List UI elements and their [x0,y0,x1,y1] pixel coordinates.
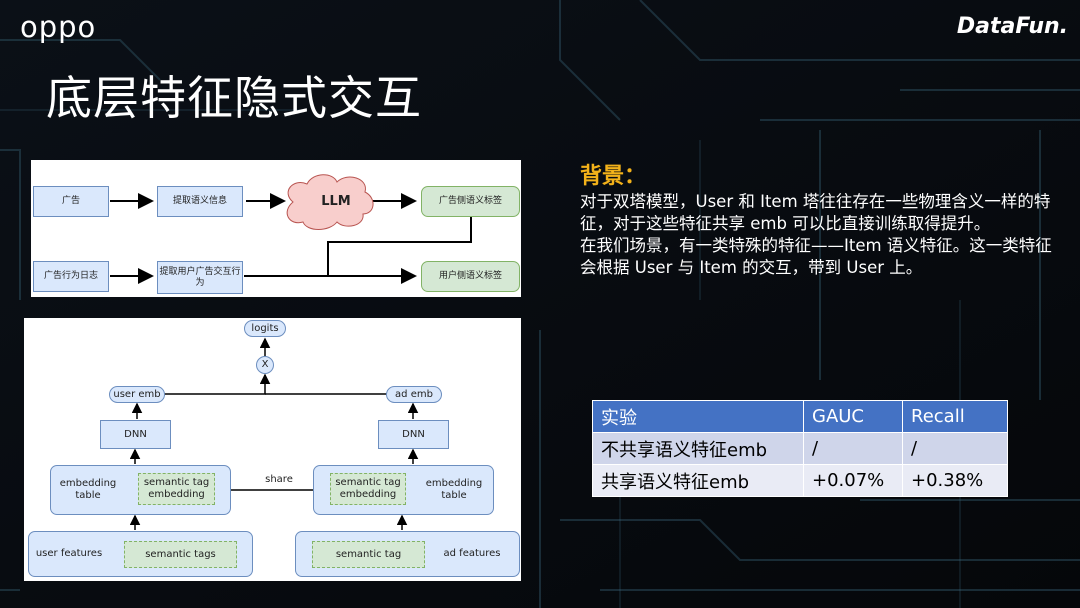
background-description: 对于双塔模型，User 和 Item 塔往往存在一些物理含义一样的特征，对于这些… [580,191,1055,279]
table-header-cell: 实验 [592,400,804,433]
table-cell: / [902,432,1008,465]
node-user-emb: user emb [109,386,165,403]
table-cell: +0.38% [902,464,1008,497]
table-cell: 不共享语义特征emb [592,432,804,465]
node-semantic-tags: semantic tags [124,541,237,568]
node-dnn-right: DNN [378,420,449,449]
datafun-logo: DataFun. [956,14,1068,39]
table-header-cell: GAUC [803,400,903,433]
table-cell: +0.07% [803,464,903,497]
node-embedding-table-right: embedding table [425,478,483,501]
semantic-tag-pipeline-diagram: 广告 提取语义信息 LLM 广告侧语义标签 广告行为日志 提取用户广告交互行为 … [31,160,521,297]
pipeline-connectors [110,174,472,284]
table-header-cell: Recall [902,400,1008,433]
node-ad-emb: ad emb [386,386,442,403]
slide-title: 底层特征隐式交互 [46,71,422,125]
experiment-results-table: 实验 GAUC Recall 不共享语义特征emb / / 共享语义特征emb … [592,400,1008,497]
node-user-features: user features [35,548,103,559]
node-llm: LLM [321,193,351,209]
node-embedding-table-left: embedding table [59,478,117,501]
node-extract-semantic: 提取语义信息 [157,186,243,217]
table-row: 共享语义特征emb +0.07% +0.38% [592,464,1008,497]
two-tower-model-diagram: logits X user emb ad emb DNN DNN embeddi… [24,318,521,581]
node-ad-side-semantic-tag: 广告侧语义标签 [421,186,520,217]
label-share: share [265,474,293,485]
node-semantic-tag-embedding-right: semantic tag embedding [330,473,406,505]
background-paragraph-2: 在我们场景，有一类特殊的特征——Item 语义特征。这一类特征会根据 User … [580,236,1052,277]
table-cell: / [803,432,903,465]
background-heading: 背景： [580,164,647,189]
node-semantic-tag: semantic tag [312,541,425,568]
connector-adtag-to-usertag [327,216,472,276]
node-ad-behavior-log: 广告行为日志 [33,261,109,292]
node-semantic-tag-embedding-left: semantic tag embedding [138,473,215,505]
table-row: 不共享语义特征emb / / [592,432,1008,465]
node-extract-user-behavior: 提取用户广告交互行为 [157,261,243,294]
background-paragraph-1: 对于双塔模型，User 和 Item 塔往往存在一些物理含义一样的特征，对于这些… [580,192,1051,233]
oppo-logo: oppo [20,10,97,44]
node-dnn-left: DNN [100,420,171,449]
llm-cloud-shape [286,174,374,230]
node-user-side-semantic-tag: 用户侧语义标签 [421,261,520,292]
table-cell: 共享语义特征emb [592,464,804,497]
node-ad: 广告 [33,186,109,217]
table-header-row: 实验 GAUC Recall [592,400,1008,433]
node-logits: logits [244,320,286,337]
node-cross-product: X [256,356,274,374]
node-ad-features: ad features [443,548,501,559]
